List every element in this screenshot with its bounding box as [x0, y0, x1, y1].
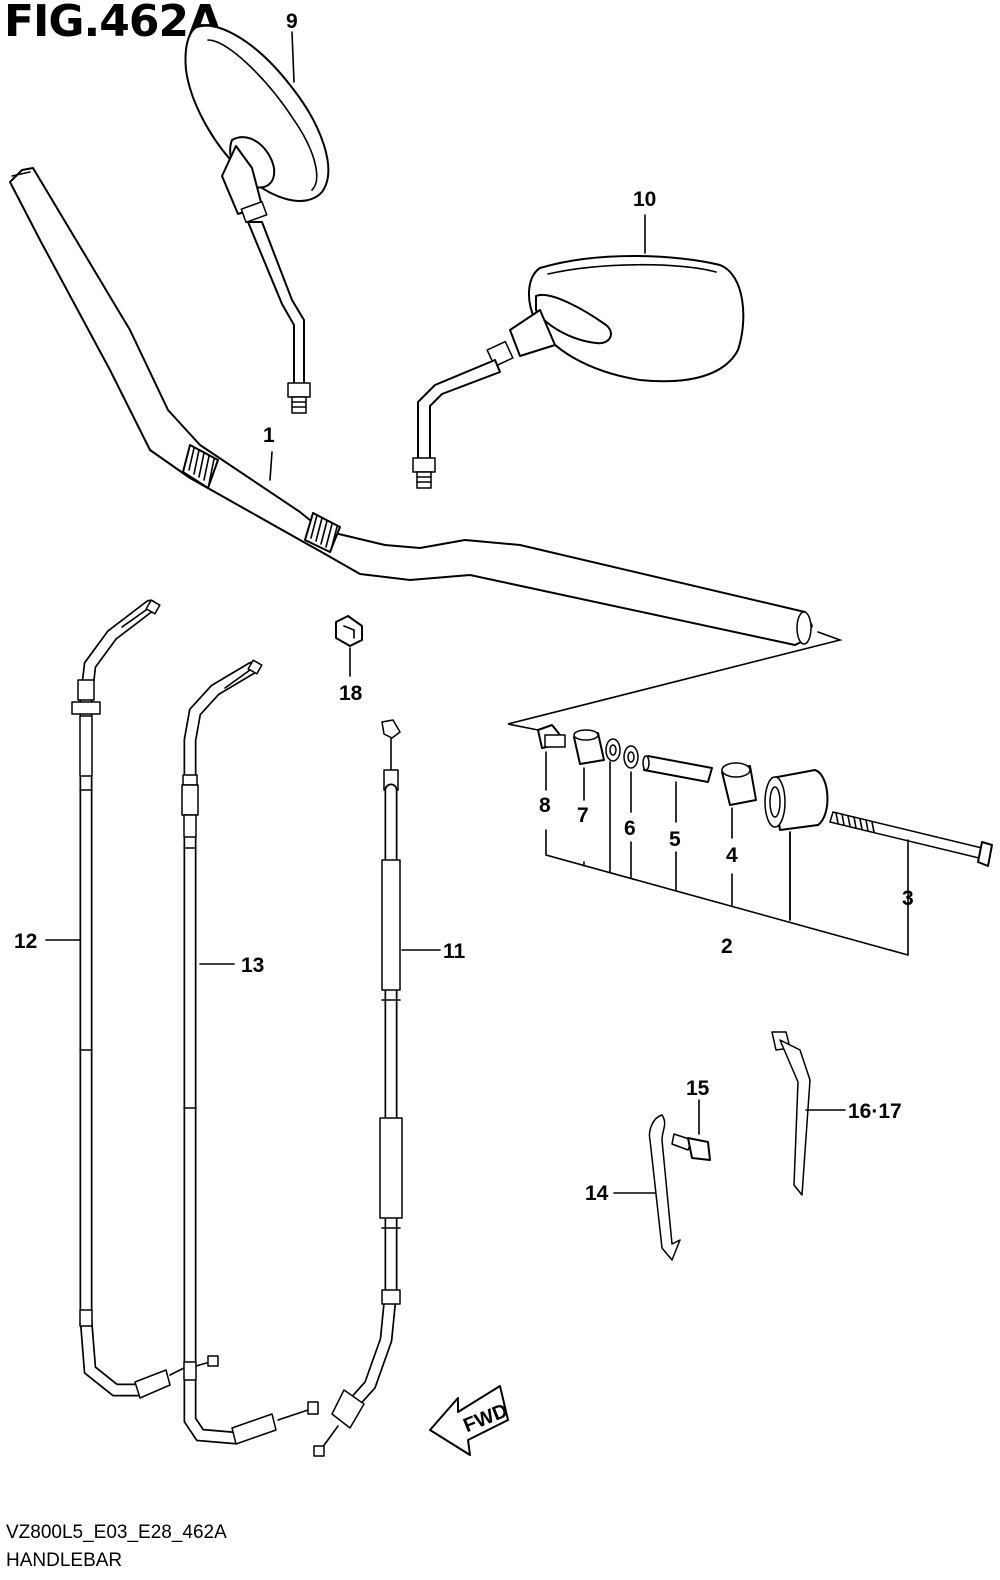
- bar-end-nut-8[interactable]: [537, 724, 566, 791]
- cable-guide-14[interactable]: [613, 1114, 681, 1261]
- callout-10: 10: [633, 188, 656, 211]
- callout-6: 6: [624, 817, 636, 840]
- bolt-15[interactable]: [671, 1099, 711, 1161]
- callout-12: 12: [14, 930, 37, 953]
- callout-5: 5: [669, 828, 681, 851]
- callout-3: 3: [902, 887, 914, 910]
- callout-16-17: 16·17: [848, 1100, 902, 1123]
- bar-end-insert-4[interactable]: [721, 762, 757, 839]
- left-mirror[interactable]: [184, 24, 330, 414]
- callout-15: 15: [686, 1077, 710, 1100]
- diagram-code: VZ800L5_E03_E28_462A: [6, 1522, 227, 1543]
- bar-end-screw-3[interactable]: [829, 811, 993, 867]
- cable-clamp-18[interactable]: [335, 615, 363, 677]
- callout-8: 8: [539, 794, 551, 817]
- bar-end-collar-7[interactable]: [573, 729, 605, 801]
- spacer-tube-5[interactable]: [642, 755, 713, 823]
- callout-4: 4: [726, 844, 738, 867]
- figure-title: FIG.462A: [4, 0, 222, 47]
- assembly-bracket: [545, 761, 909, 957]
- callout-2: 2: [721, 935, 733, 958]
- callout-11: 11: [443, 940, 466, 963]
- washer-6a[interactable]: [605, 738, 621, 762]
- callout-13: 13: [241, 954, 264, 977]
- forward-direction-arrow: FWD: [429, 1385, 511, 1456]
- cable-tie-16-17[interactable]: [771, 1031, 846, 1196]
- right-mirror[interactable]: [412, 214, 745, 489]
- throttle-cable-12[interactable]: [45, 599, 185, 1399]
- callout-18: 18: [339, 682, 363, 705]
- clutch-cable-11[interactable]: [313, 719, 441, 1457]
- callout-14: 14: [585, 1182, 609, 1205]
- bar-end-weight[interactable]: [764, 769, 829, 921]
- callout-7: 7: [577, 804, 589, 827]
- throttle-cable-13[interactable]: [181, 659, 319, 1445]
- handlebar[interactable]: [9, 167, 813, 646]
- callout-1: 1: [263, 424, 275, 447]
- end-detail-guide: [507, 631, 843, 731]
- callout-9: 9: [286, 10, 298, 33]
- washer-6b[interactable]: [623, 745, 639, 813]
- diagram-caption: HANDLEBAR: [6, 1550, 123, 1571]
